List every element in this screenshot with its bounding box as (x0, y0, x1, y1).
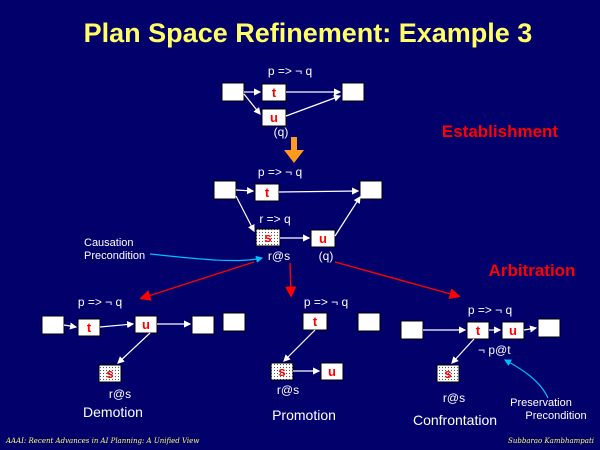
top-plan-precondition: (q) (274, 125, 289, 139)
confrontation-plan-effect: p => ¬ q (468, 303, 512, 317)
mid-plan-step-u (310, 229, 336, 248)
mid-plan-precondition-s: r@s (268, 249, 290, 263)
confrontation-plan-step-t-label: t (476, 323, 481, 338)
demotion-caption: Demotion (83, 404, 143, 420)
branch-arrow-confrontation (334, 261, 461, 300)
promotion-plan-finish-step (357, 312, 381, 332)
preservation-label-line2: Precondition (525, 410, 586, 422)
demotion-plan-ordering-edge (117, 332, 151, 364)
top-plan-step-t-label: t (272, 85, 277, 100)
causation-label-line1: Causation (84, 237, 134, 249)
middle-plan: p => ¬ q t r => q s r@s u (q) (213, 165, 383, 263)
confrontation-plan-finish-step (537, 318, 561, 338)
mid-plan-ordering-edge (235, 187, 255, 195)
mid-plan-step-u-label: u (319, 231, 327, 246)
slide-title: Plan Space Refinement: Example 3 (84, 18, 533, 48)
arbitration-label: Arbitration (489, 261, 576, 280)
demotion-plan-ordering-edge (99, 320, 135, 329)
confrontation-plan-ordering-edge (523, 325, 538, 333)
top-plan-finish-step (341, 82, 365, 102)
branch-arrow-demotion (139, 261, 255, 301)
confrontation-plan: p => ¬ q t u ¬ p@t s r@s (400, 303, 561, 405)
demotion-plan-step-s (98, 364, 122, 383)
mid-plan-effect-t: p => ¬ q (258, 165, 302, 179)
mid-plan-finish-step (359, 180, 383, 200)
branch-arrow-promotion (285, 262, 297, 298)
mid-plan-ordering-edge (235, 195, 255, 233)
mid-plan-step-s-label: s (264, 230, 271, 245)
demotion-plan-precondition: r@s (109, 387, 131, 401)
top-plan-start-step (221, 82, 245, 102)
mid-plan-precondition-u: (q) (319, 249, 334, 263)
promotion-plan-precondition: r@s (277, 383, 299, 397)
preservation-link (503, 359, 549, 399)
confrontation-caption: Confrontation (413, 412, 497, 428)
top-plan-step-u-label: u (270, 110, 278, 125)
promotion-caption: Promotion (272, 407, 336, 423)
top-plan-step-u (261, 108, 287, 127)
top-plan-ordering-edge (243, 93, 261, 115)
demotion-plan-effect: p => ¬ q (78, 295, 122, 309)
confrontation-plan-start-step (400, 320, 424, 340)
demotion-plan-step-t-label: t (87, 320, 92, 335)
mid-plan-step-t-label: t (265, 185, 270, 200)
mid-plan-effect-s: r => q (259, 212, 290, 226)
confrontation-plan-step-u-label: u (509, 323, 517, 338)
refinement-arrow (284, 137, 304, 163)
demotion-plan-step-t (77, 318, 101, 337)
footer-right-credit: Subbarao Kambhampati (508, 437, 594, 445)
confrontation-plan-precondition: r@s (443, 391, 465, 405)
top-plan-effect: p => ¬ q (268, 64, 312, 78)
demotion-plan-step-u-label: u (142, 317, 150, 332)
promotion-plan-step-t-label: t (313, 314, 318, 329)
footer-left-credit: AAAI: Recent Advances in AI Planning: A … (5, 437, 199, 445)
confrontation-plan-step-s (436, 364, 460, 383)
demotion-plan-finish-step (191, 315, 215, 335)
confrontation-plan-ordering-edge (451, 338, 475, 364)
promotion-plan-ordering-edge (283, 329, 316, 362)
demotion-plan-step-s-label: s (106, 366, 113, 381)
confrontation-plan-step-u (501, 321, 525, 340)
promotion-plan: p => ¬ q t s r@s u (222, 295, 381, 397)
confrontation-plan-step-s-label: s (444, 366, 451, 381)
establishment-label: Establishment (442, 122, 559, 141)
promotion-plan-step-u-label: u (328, 364, 336, 379)
mid-plan-ordering-edge (278, 187, 360, 195)
promotion-plan-step-s-label: s (278, 364, 285, 379)
preservation-label-line1: Preservation (510, 397, 572, 409)
mid-plan-ordering-edge (334, 195, 361, 237)
causation-link (149, 253, 264, 263)
promotion-plan-start-step (222, 312, 246, 332)
causation-label-line2: Precondition (84, 250, 145, 262)
top-plan-ordering-edge (285, 94, 342, 117)
mid-plan-start-step (213, 180, 237, 200)
mid-plan-step-t (254, 183, 280, 202)
promotion-plan-effect: p => ¬ q (304, 295, 348, 309)
confrontation-plan-added-precondition: ¬ p@t (478, 343, 511, 357)
promotion-plan-step-u (320, 362, 344, 381)
demotion-plan-start-step (41, 315, 65, 335)
demotion-plan-ordering-edge (63, 322, 78, 330)
top-plan: p => ¬ q t u (q) (221, 64, 365, 139)
demotion-plan: p => ¬ q t u s r@s (41, 295, 215, 401)
